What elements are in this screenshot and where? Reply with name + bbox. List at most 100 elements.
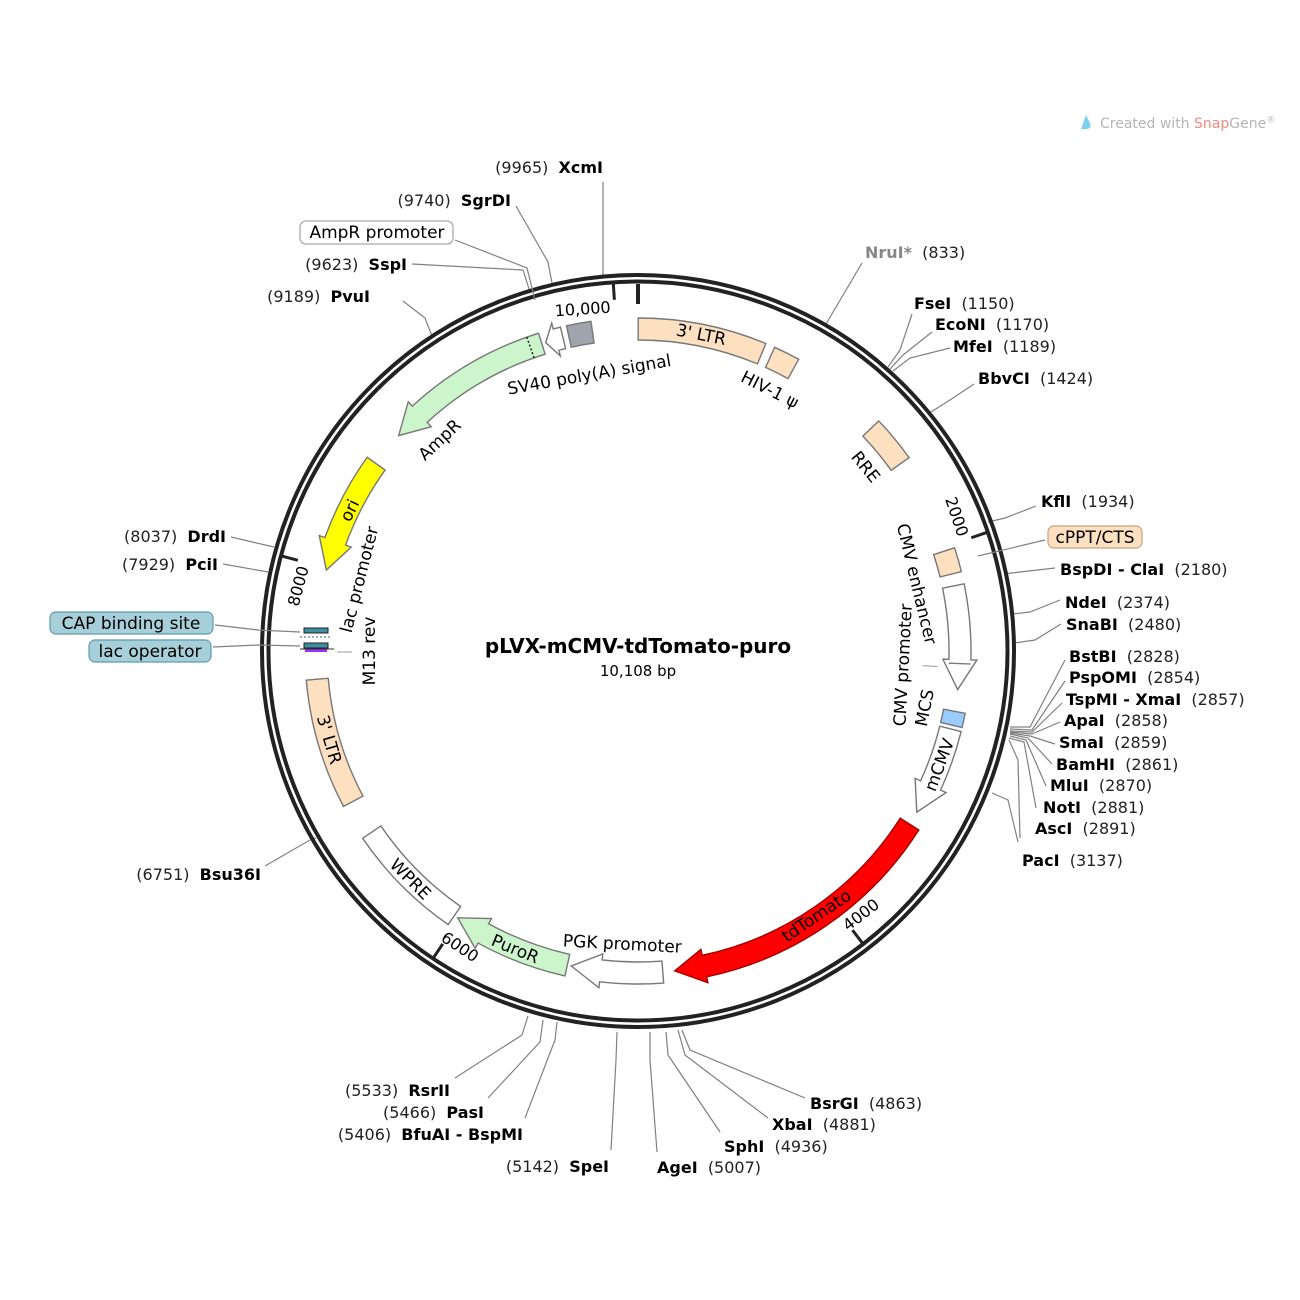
enzyme-site-apai[interactable]: ApaI (2858) xyxy=(1064,711,1168,730)
enzyme-site-bfuai-bspmi[interactable]: (5406) BfuAI - BspMI xyxy=(338,1125,523,1144)
enzyme-site-econi[interactable]: EcoNI (1170) xyxy=(935,315,1049,334)
enzyme-label[interactable]: BstBI (2828) xyxy=(1069,647,1180,666)
enzyme-site-sgrdi[interactable]: (9740) SgrDI xyxy=(398,191,511,210)
enzyme-label[interactable]: SphI (4936) xyxy=(724,1137,828,1156)
ampr-promoter-callout[interactable]: AmpR promoter xyxy=(299,220,536,301)
enzyme-site-noti[interactable]: NotI (2881) xyxy=(1043,798,1144,817)
enzyme-site-snabi[interactable]: SnaBI (2480) xyxy=(1066,615,1181,634)
enzyme-site-fsei[interactable]: FseI (1150) xyxy=(914,294,1015,313)
enzyme-label[interactable]: (9965) XcmI xyxy=(495,158,603,177)
enzyme-site-agei[interactable]: AgeI (5007) xyxy=(657,1158,761,1177)
enzyme-label[interactable]: (5533) RsrII xyxy=(345,1081,450,1100)
feature-cppt-cts[interactable] xyxy=(932,546,963,578)
feature-mcmv[interactable] xyxy=(914,725,962,814)
enzyme-label[interactable]: AscI (2891) xyxy=(1035,819,1136,838)
enzyme-label[interactable]: NotI (2881) xyxy=(1043,798,1144,817)
enzyme-site-pspomi[interactable]: PspOMI (2854) xyxy=(1069,668,1200,687)
enzyme-site-bsu36i[interactable]: (6751) Bsu36I xyxy=(136,865,261,884)
feature-tdtomato[interactable] xyxy=(673,817,920,984)
feature-hiv-1-psi[interactable] xyxy=(764,346,800,380)
enzyme-site-pvui[interactable]: (9189) PvuI xyxy=(267,287,370,306)
enzyme-site-bspdi-clai[interactable]: BspDI - ClaI (2180) xyxy=(1060,560,1228,579)
enzyme-site-tspmi-xmai[interactable]: TspMI - XmaI (2857) xyxy=(1066,690,1245,709)
enzyme-site-drdi[interactable]: (8037) DrdI xyxy=(124,527,226,546)
enzyme-label[interactable]: (9740) SgrDI xyxy=(398,191,511,210)
enzyme-position: (2180) xyxy=(1174,560,1227,579)
enzyme-site-xcmi[interactable]: (9965) XcmI xyxy=(495,158,603,177)
enzyme-leader-line xyxy=(515,205,553,284)
lac-operator-callout[interactable]: lac operator xyxy=(88,639,301,663)
enzyme-position: (9189) xyxy=(267,287,320,306)
enzyme-label[interactable]: (5466) PasI xyxy=(383,1103,484,1122)
enzyme-name: PasI xyxy=(446,1103,484,1122)
enzyme-label[interactable]: AgeI (5007) xyxy=(657,1158,761,1177)
enzyme-leader-line xyxy=(402,300,433,337)
enzyme-site-nrui[interactable]: NruI* (833) xyxy=(865,243,965,262)
enzyme-site-rsrii[interactable]: (5533) RsrII xyxy=(345,1081,450,1100)
cppt-cts-callout[interactable]: cPPT/CTS xyxy=(977,525,1143,557)
enzyme-label[interactable]: (5142) SpeI xyxy=(506,1157,609,1176)
enzyme-label[interactable]: NdeI (2374) xyxy=(1065,593,1170,612)
enzyme-label[interactable]: KflI (1934) xyxy=(1041,492,1135,511)
enzyme-site-bamhi[interactable]: BamHI (2861) xyxy=(1056,755,1178,774)
enzyme-label[interactable]: MluI (2870) xyxy=(1050,776,1152,795)
feature-pgk-promoter[interactable] xyxy=(569,952,665,990)
enzyme-name: BbvCI xyxy=(978,369,1030,388)
enzyme-site-bstbi[interactable]: BstBI (2828) xyxy=(1069,647,1180,666)
feature-3-ltr[interactable] xyxy=(637,317,767,365)
enzyme-site-asci[interactable]: AscI (2891) xyxy=(1035,819,1136,838)
enzyme-label[interactable]: XbaI (4881) xyxy=(772,1115,876,1134)
enzyme-label[interactable]: ApaI (2858) xyxy=(1064,711,1168,730)
enzyme-name: Bsu36I xyxy=(200,865,261,884)
enzyme-label[interactable]: TspMI - XmaI (2857) xyxy=(1066,690,1245,709)
enzyme-site-sspi[interactable]: (9623) SspI xyxy=(305,255,407,274)
enzyme-site-sphi[interactable]: SphI (4936) xyxy=(724,1137,828,1156)
enzyme-label[interactable]: MfeI (1189) xyxy=(953,337,1056,356)
enzyme-site-xbai[interactable]: XbaI (4881) xyxy=(772,1115,876,1134)
feature-ampr-promoter[interactable] xyxy=(544,320,567,359)
enzyme-label[interactable]: (6751) Bsu36I xyxy=(136,865,261,884)
feature-mcs[interactable] xyxy=(939,708,966,729)
enzyme-label[interactable]: (9623) SspI xyxy=(305,255,407,274)
enzyme-site-bbvci[interactable]: BbvCI (1424) xyxy=(978,369,1093,388)
enzyme-site-pcii[interactable]: (7929) PciI xyxy=(122,555,218,574)
feature-cmv-enhancer[interactable] xyxy=(941,582,979,691)
enzyme-label[interactable]: NruI* (833) xyxy=(865,243,965,262)
enzyme-label[interactable]: PspOMI (2854) xyxy=(1069,668,1200,687)
enzyme-label[interactable]: FseI (1150) xyxy=(914,294,1015,313)
enzyme-label[interactable]: (7929) PciI xyxy=(122,555,218,574)
enzyme-label[interactable]: EcoNI (1170) xyxy=(935,315,1049,334)
tick-mark xyxy=(970,531,987,540)
enzyme-name: SpeI xyxy=(569,1157,609,1176)
enzyme-label[interactable]: PacI (3137) xyxy=(1022,851,1123,870)
enzyme-site-smai[interactable]: SmaI (2859) xyxy=(1059,733,1167,752)
feature-ori[interactable] xyxy=(318,456,387,572)
enzyme-site-mlui[interactable]: MluI (2870) xyxy=(1050,776,1152,795)
enzyme-site-pasi[interactable]: (5466) PasI xyxy=(383,1103,484,1122)
enzyme-label[interactable]: BbvCI (1424) xyxy=(978,369,1093,388)
enzyme-site-ndei[interactable]: NdeI (2374) xyxy=(1065,593,1170,612)
enzyme-position: (1170) xyxy=(996,315,1049,334)
enzyme-leader-line xyxy=(1013,623,1062,644)
cap-binding-site-callout[interactable]: CAP binding site xyxy=(49,611,301,635)
enzyme-label[interactable]: SmaI (2859) xyxy=(1059,733,1167,752)
enzyme-site-bsrgi[interactable]: BsrGI (4863) xyxy=(810,1094,922,1113)
enzyme-label[interactable]: (9189) PvuI xyxy=(267,287,370,306)
enzyme-site-mfei[interactable]: MfeI (1189) xyxy=(953,337,1056,356)
feature-sv40-poly-a-signal[interactable] xyxy=(565,320,595,349)
enzyme-label[interactable]: BspDI - ClaI (2180) xyxy=(1060,560,1228,579)
enzyme-label[interactable]: (8037) DrdI xyxy=(124,527,226,546)
enzyme-label[interactable]: (5406) BfuAI - BspMI xyxy=(338,1125,523,1144)
feature-wpre[interactable] xyxy=(361,824,462,926)
enzyme-label[interactable]: BsrGI (4863) xyxy=(810,1094,922,1113)
feature-puror[interactable] xyxy=(456,917,571,977)
enzyme-label[interactable]: SnaBI (2480) xyxy=(1066,615,1181,634)
feature-3-ltr[interactable] xyxy=(305,677,364,808)
feature-rre[interactable] xyxy=(861,419,911,472)
enzyme-site-kfli[interactable]: KflI (1934) xyxy=(1041,492,1135,511)
lac-features[interactable] xyxy=(300,627,352,653)
enzyme-site-paci[interactable]: PacI (3137) xyxy=(1022,851,1123,870)
enzyme-label[interactable]: BamHI (2861) xyxy=(1056,755,1178,774)
feature-ampr[interactable] xyxy=(397,332,546,437)
enzyme-site-spei[interactable]: (5142) SpeI xyxy=(506,1157,609,1176)
